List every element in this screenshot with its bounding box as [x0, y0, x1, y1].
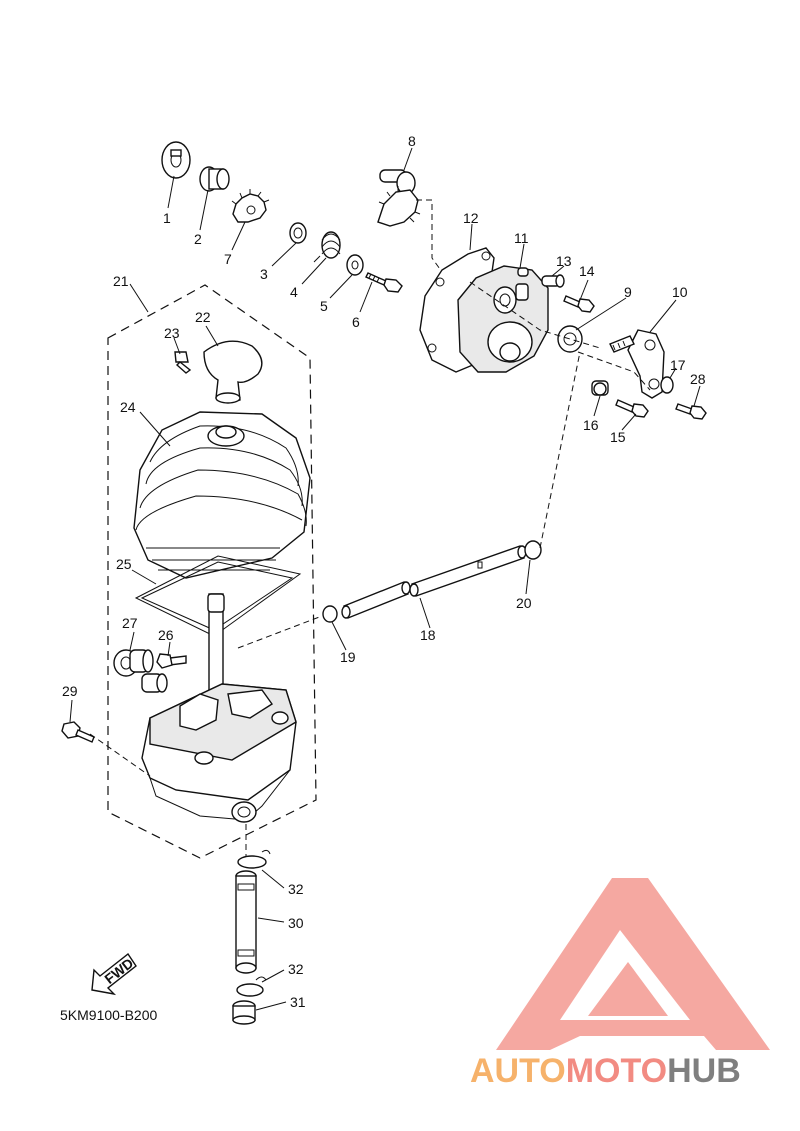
part-3-washer — [289, 222, 307, 244]
callout-14: 14 — [579, 263, 595, 279]
callout-17: 17 — [670, 357, 686, 373]
logo-text-auto: AUTO — [470, 1052, 566, 1090]
logo-text-hub: HUB — [667, 1052, 741, 1090]
part-16-collar — [591, 380, 609, 396]
diagram-code: 5KM9100-B200 — [60, 1007, 158, 1023]
callout-28: 28 — [690, 371, 706, 387]
callout-4: 4 — [290, 284, 298, 300]
part-19-joint — [322, 605, 338, 623]
part-32-circlip-lower — [236, 976, 267, 997]
callout-13: 13 — [556, 253, 572, 269]
callout-11: 11 — [514, 230, 529, 246]
callout-3: 3 — [260, 266, 268, 282]
part-31-bushing — [232, 1000, 256, 1025]
part-26-bolt — [156, 653, 187, 669]
part-17-washer — [660, 376, 674, 394]
part-7-gear-segment — [231, 189, 270, 223]
callout-32-lower: 32 — [288, 961, 304, 977]
part-23-screw — [174, 351, 192, 374]
axis-line-housing — [469, 281, 601, 349]
part-8-shift-arm — [377, 169, 421, 227]
part-10-lever — [609, 329, 665, 399]
callout-7: 7 — [224, 251, 232, 267]
part-30-shaft — [235, 870, 257, 974]
callout-15: 15 — [610, 429, 626, 445]
callout-23: 23 — [164, 325, 180, 341]
callout-2: 2 — [194, 231, 202, 247]
part-25-gasket — [134, 555, 302, 637]
callout-1: 1 — [163, 210, 171, 226]
part-29-bolt — [61, 721, 95, 743]
part-2-collar — [199, 166, 230, 192]
watermark-logo-mark — [496, 878, 770, 1050]
part-32-circlip-upper — [237, 849, 271, 869]
callout-27: 27 — [122, 615, 138, 631]
axis-line-rod-left — [237, 615, 323, 649]
assembly-boundary-21 — [107, 284, 317, 859]
callout-18: 18 — [420, 627, 436, 643]
callout-21: 21 — [113, 273, 129, 289]
part-29-gate-housing — [141, 683, 297, 823]
part-24-shift-boot — [133, 411, 311, 579]
callout-32-upper: 32 — [288, 881, 304, 897]
part-12-housing — [419, 247, 549, 373]
part-6-bolt — [365, 272, 403, 293]
callout-24: 24 — [120, 399, 136, 415]
part-27-nut — [113, 649, 154, 677]
callout-19: 19 — [340, 649, 356, 665]
part-11-dowel — [517, 267, 529, 277]
axis-line-lever — [577, 351, 651, 391]
part-1-cam — [161, 141, 191, 179]
axis-line-rod-right — [539, 351, 581, 549]
callout-10: 10 — [672, 284, 688, 300]
callout-6: 6 — [352, 314, 360, 330]
callout-8: 8 — [408, 133, 416, 149]
part-4-spring — [313, 231, 341, 263]
part-15-bolt — [615, 399, 649, 418]
part-26-collar — [141, 673, 168, 693]
callout-29: 29 — [62, 683, 78, 699]
callout-labels: 1 2 3 4 5 6 7 8 9 10 11 12 13 14 15 16 1… — [62, 133, 706, 1010]
callout-12: 12 — [463, 210, 479, 226]
axis-line-29 — [89, 733, 151, 777]
part-13-collar — [541, 274, 565, 288]
part-14-bolt — [563, 295, 595, 313]
watermark-logo-text: AUTOMOTOHUB — [470, 1052, 741, 1090]
callout-16: 16 — [583, 417, 599, 433]
part-28-bolt — [675, 403, 707, 420]
callout-26: 26 — [158, 627, 174, 643]
part-20-joint — [524, 540, 542, 560]
part-5-washer — [346, 254, 364, 276]
part-22-knob — [203, 340, 263, 404]
callout-5: 5 — [320, 298, 328, 314]
callout-25: 25 — [116, 556, 132, 572]
logo-text-moto: MOTO — [566, 1052, 667, 1090]
part-9-oil-seal — [557, 325, 583, 353]
part-18-rod — [341, 545, 527, 619]
callout-22: 22 — [195, 309, 211, 325]
fwd-arrow: FWD — [91, 952, 137, 996]
leader-lines — [69, 147, 701, 1011]
callout-31: 31 — [290, 994, 306, 1010]
callout-20: 20 — [516, 595, 532, 611]
callout-30: 30 — [288, 915, 304, 931]
callout-9: 9 — [624, 284, 632, 300]
